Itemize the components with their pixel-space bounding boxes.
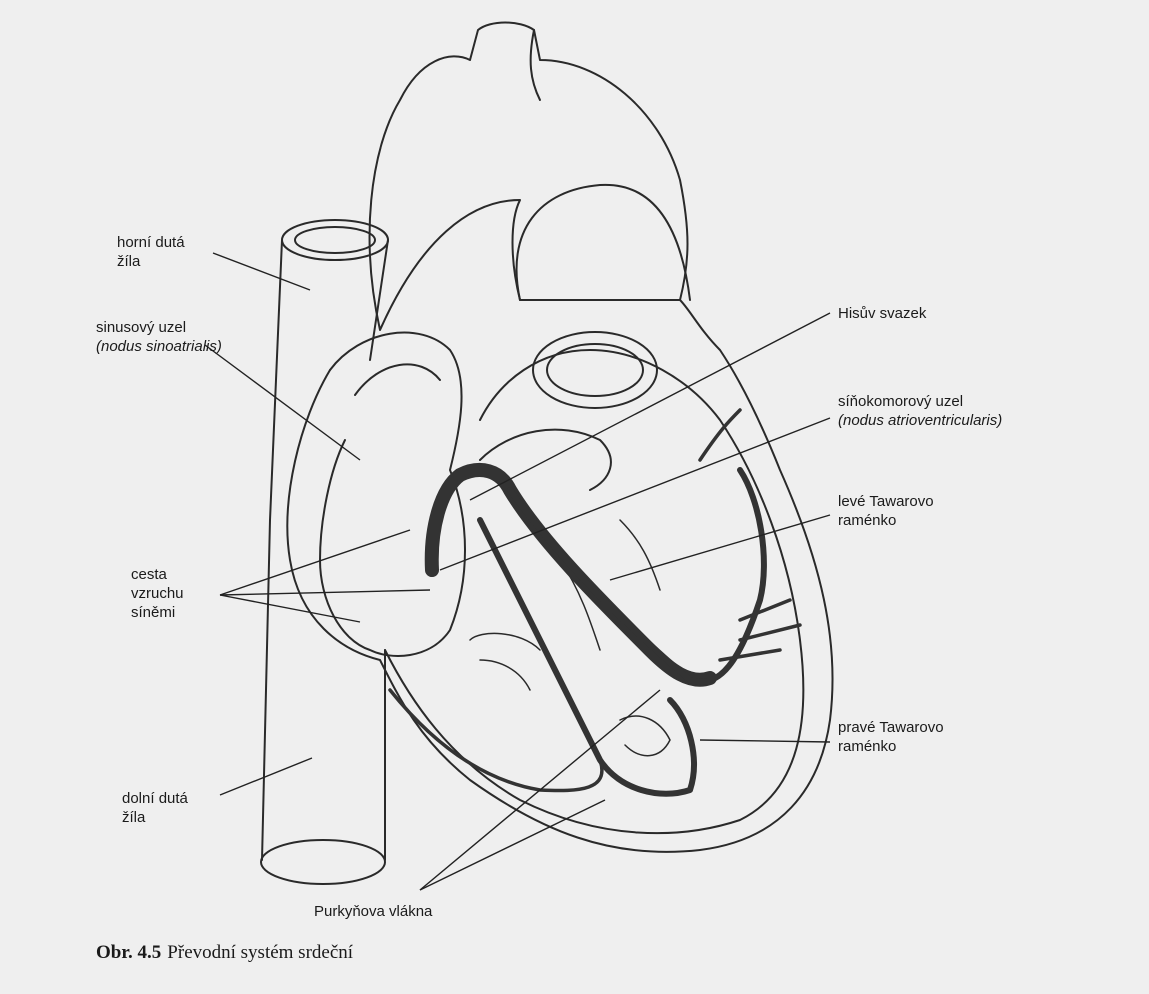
leader-purkynova-1 <box>420 690 660 890</box>
aortic-arch <box>370 23 688 331</box>
his-bundle-path <box>432 470 710 680</box>
label-leve-tawarovo-line1: levé Tawarovo <box>838 492 934 511</box>
label-cesta-vzruchu-line2: vzruchu <box>131 584 184 603</box>
label-dolni-duta-zila-line2: žíla <box>122 808 188 827</box>
aortic-valve-inner <box>547 344 643 396</box>
label-purkynova-vlakna: Purkyňova vlákna <box>314 902 432 921</box>
leader-horni-duta <box>213 253 310 290</box>
label-purkynova-vlakna-text: Purkyňova vlákna <box>314 902 432 921</box>
label-horni-duta-zila-line2: žíla <box>117 252 185 271</box>
label-cesta-vzruchu-line1: cesta <box>131 565 184 584</box>
heart-outline <box>287 300 832 852</box>
label-prave-tawarovo-line2: raménko <box>838 737 944 756</box>
label-dolni-duta-zila: dolní dutá žíla <box>122 789 188 827</box>
label-dolni-duta-zila-line1: dolní dutá <box>122 789 188 808</box>
leader-cesta-3 <box>220 595 360 622</box>
leader-prave-tawarovo <box>700 740 830 742</box>
right-atrium-inner <box>355 364 440 395</box>
label-sinusovy-uzel-latin: (nodus sinoatrialis) <box>96 337 222 356</box>
label-sinusovy-uzel: sinusový uzel (nodus sinoatrialis) <box>96 318 222 356</box>
inferior-vena-cava-opening <box>261 840 385 884</box>
inferior-vena-cava <box>262 520 385 860</box>
label-prave-tawarovo: pravé Tawarovo raménko <box>838 718 944 756</box>
pulmonary-trunk <box>517 185 690 300</box>
label-sinokomorovy-uzel-latin: (nodus atrioventricularis) <box>838 411 1002 430</box>
figure-caption: Obr. 4.5 Převodní systém srdeční <box>96 942 353 964</box>
label-sinokomorovy-uzel-name: síňokomorový uzel <box>838 392 1002 411</box>
label-prave-tawarovo-line1: pravé Tawarovo <box>838 718 944 737</box>
label-horni-duta-zila: horní dutá žíla <box>117 233 185 271</box>
figure-caption-text: Převodní systém srdeční <box>167 942 353 963</box>
figure-number: Obr. 4.5 <box>96 942 161 963</box>
label-sinokomorovy-uzel: síňokomorový uzel (nodus atrioventricula… <box>838 392 1002 430</box>
leader-hisuv-svazek <box>470 313 830 500</box>
leader-leve-tawarovo <box>610 515 830 580</box>
label-sinusovy-uzel-name: sinusový uzel <box>96 318 222 337</box>
leader-dolni-duta <box>220 758 312 795</box>
label-cesta-vzruchu: cesta vzruchu síněmi <box>131 565 184 622</box>
leader-cesta-1 <box>220 530 410 595</box>
label-leve-tawarovo: levé Tawarovo raménko <box>838 492 934 530</box>
label-cesta-vzruchu-line3: síněmi <box>131 603 184 622</box>
label-leve-tawarovo-line2: raménko <box>838 511 934 530</box>
label-horni-duta-zila-line1: horní dutá <box>117 233 185 252</box>
label-hisuv-svazek: Hisův svazek <box>838 304 926 323</box>
leader-sinokomorovy <box>440 418 830 570</box>
label-hisuv-svazek-text: Hisův svazek <box>838 304 926 323</box>
